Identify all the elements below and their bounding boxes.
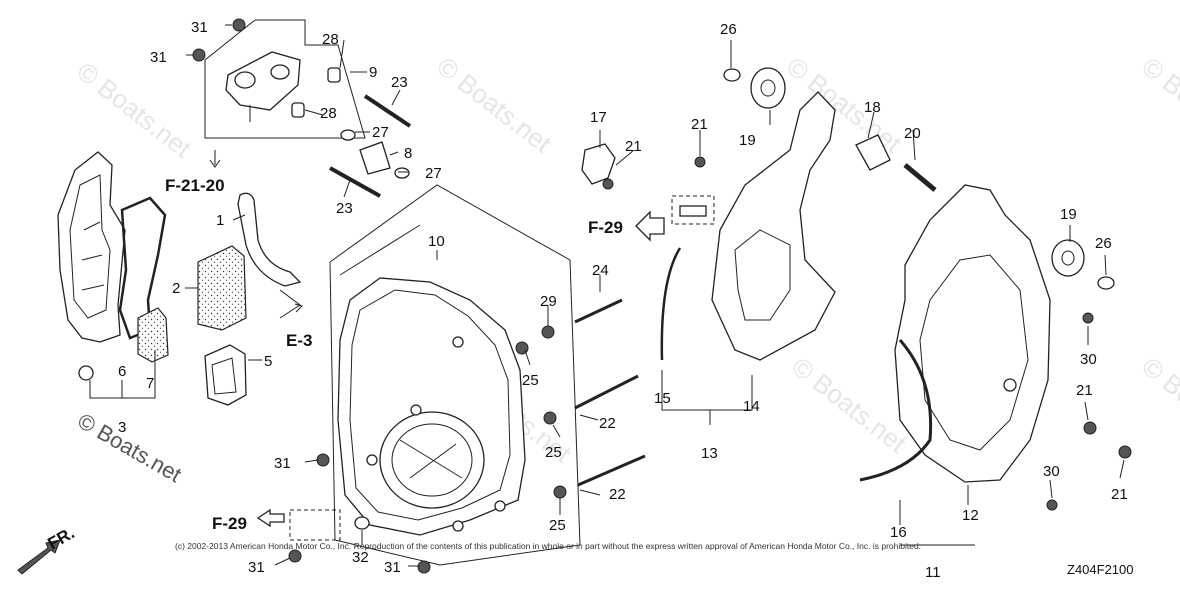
svg-text:© Boats.net: © Boats.net <box>431 51 557 159</box>
callout-17: 17 <box>590 109 607 126</box>
callout-30: 30 <box>1043 463 1060 480</box>
callout-31: 31 <box>150 49 167 66</box>
callout-21: 21 <box>625 138 642 155</box>
callout-14: 14 <box>743 398 760 415</box>
foam-element-part-2 <box>197 245 247 331</box>
callout-32: 32 <box>352 549 369 566</box>
callout-19: 19 <box>1060 206 1077 223</box>
callout-28: 28 <box>322 31 339 48</box>
callout-11: 11 <box>925 564 941 581</box>
callout-25: 25 <box>545 444 562 461</box>
front-arrow-icon <box>17 539 61 575</box>
ref-f-21-20: F-21-20 <box>165 176 225 195</box>
callout-10: 10 <box>428 233 445 250</box>
callout-19: 19 <box>739 132 756 149</box>
breather-tube-part-1 <box>237 192 302 287</box>
grommet-part-5 <box>204 344 247 406</box>
svg-text:© Boats.net: © Boats.net <box>1136 51 1180 159</box>
callout-22: 22 <box>609 486 626 503</box>
callout-20: 20 <box>904 125 921 142</box>
callout-2: 2 <box>172 280 180 297</box>
callout-31: 31 <box>384 559 401 576</box>
reference-arrows <box>17 150 665 575</box>
svg-text:© Boats.net: © Boats.net <box>71 56 197 164</box>
ref-e-3: E-3 <box>286 331 312 350</box>
callout-21: 21 <box>1111 486 1128 503</box>
callout-3: 3 <box>118 419 126 436</box>
filter-part-7 <box>137 307 169 363</box>
callout-22: 22 <box>599 415 616 432</box>
leader-lines <box>89 24 1125 567</box>
svg-text:© Boats.net: © Boats.net <box>1136 351 1180 459</box>
callout-7: 7 <box>146 375 154 392</box>
callout-18: 18 <box>864 99 881 116</box>
callout-26: 26 <box>720 21 737 38</box>
callout-21: 21 <box>1076 382 1093 399</box>
callout-28: 28 <box>320 105 337 122</box>
shroud-part-14 <box>581 91 836 361</box>
callout-27: 27 <box>372 124 389 141</box>
callout-21: 21 <box>691 116 708 133</box>
diagram-code: Z404F2100 <box>1067 562 1134 577</box>
callout-25: 25 <box>522 372 539 389</box>
copyright-notice: (c) 2002-2013 American Honda Motor Co., … <box>175 541 922 551</box>
callout-29: 29 <box>540 293 557 310</box>
callout-23: 23 <box>391 74 408 91</box>
fan-cover-part-10 <box>329 184 581 566</box>
callout-1: 1 <box>216 212 224 229</box>
callout-24: 24 <box>592 262 609 279</box>
bearings-and-collars <box>723 67 1115 290</box>
callout-6: 6 <box>118 363 126 380</box>
housing-part-12 <box>859 184 1132 511</box>
callout-27: 27 <box>425 165 442 182</box>
callout-15: 15 <box>654 390 671 407</box>
callouts: 31 31 28 9 23 28 27 8 27 23 1 2 5 6 7 3 … <box>118 19 1128 581</box>
callout-8: 8 <box>404 145 412 162</box>
callout-31: 31 <box>248 559 265 576</box>
callout-25: 25 <box>549 517 566 534</box>
callout-16: 16 <box>890 524 907 541</box>
callout-30: 30 <box>1080 351 1097 368</box>
bracket-assembly-part-9 <box>192 18 412 198</box>
callout-9: 9 <box>369 64 377 81</box>
callout-31: 31 <box>274 455 291 472</box>
callout-31: 31 <box>191 19 208 36</box>
ref-f-29: F-29 <box>588 218 623 237</box>
ref-f-29: F-29 <box>212 514 247 533</box>
air-cleaner-case-part-3 <box>57 151 126 381</box>
svg-text:© Boats.net: © Boats.net <box>786 351 912 459</box>
callout-13: 13 <box>701 445 718 462</box>
studs-and-nuts-center <box>288 298 646 574</box>
callout-5: 5 <box>264 353 272 370</box>
callout-26: 26 <box>1095 235 1112 252</box>
callout-23: 23 <box>336 200 353 217</box>
callout-12: 12 <box>962 507 979 524</box>
